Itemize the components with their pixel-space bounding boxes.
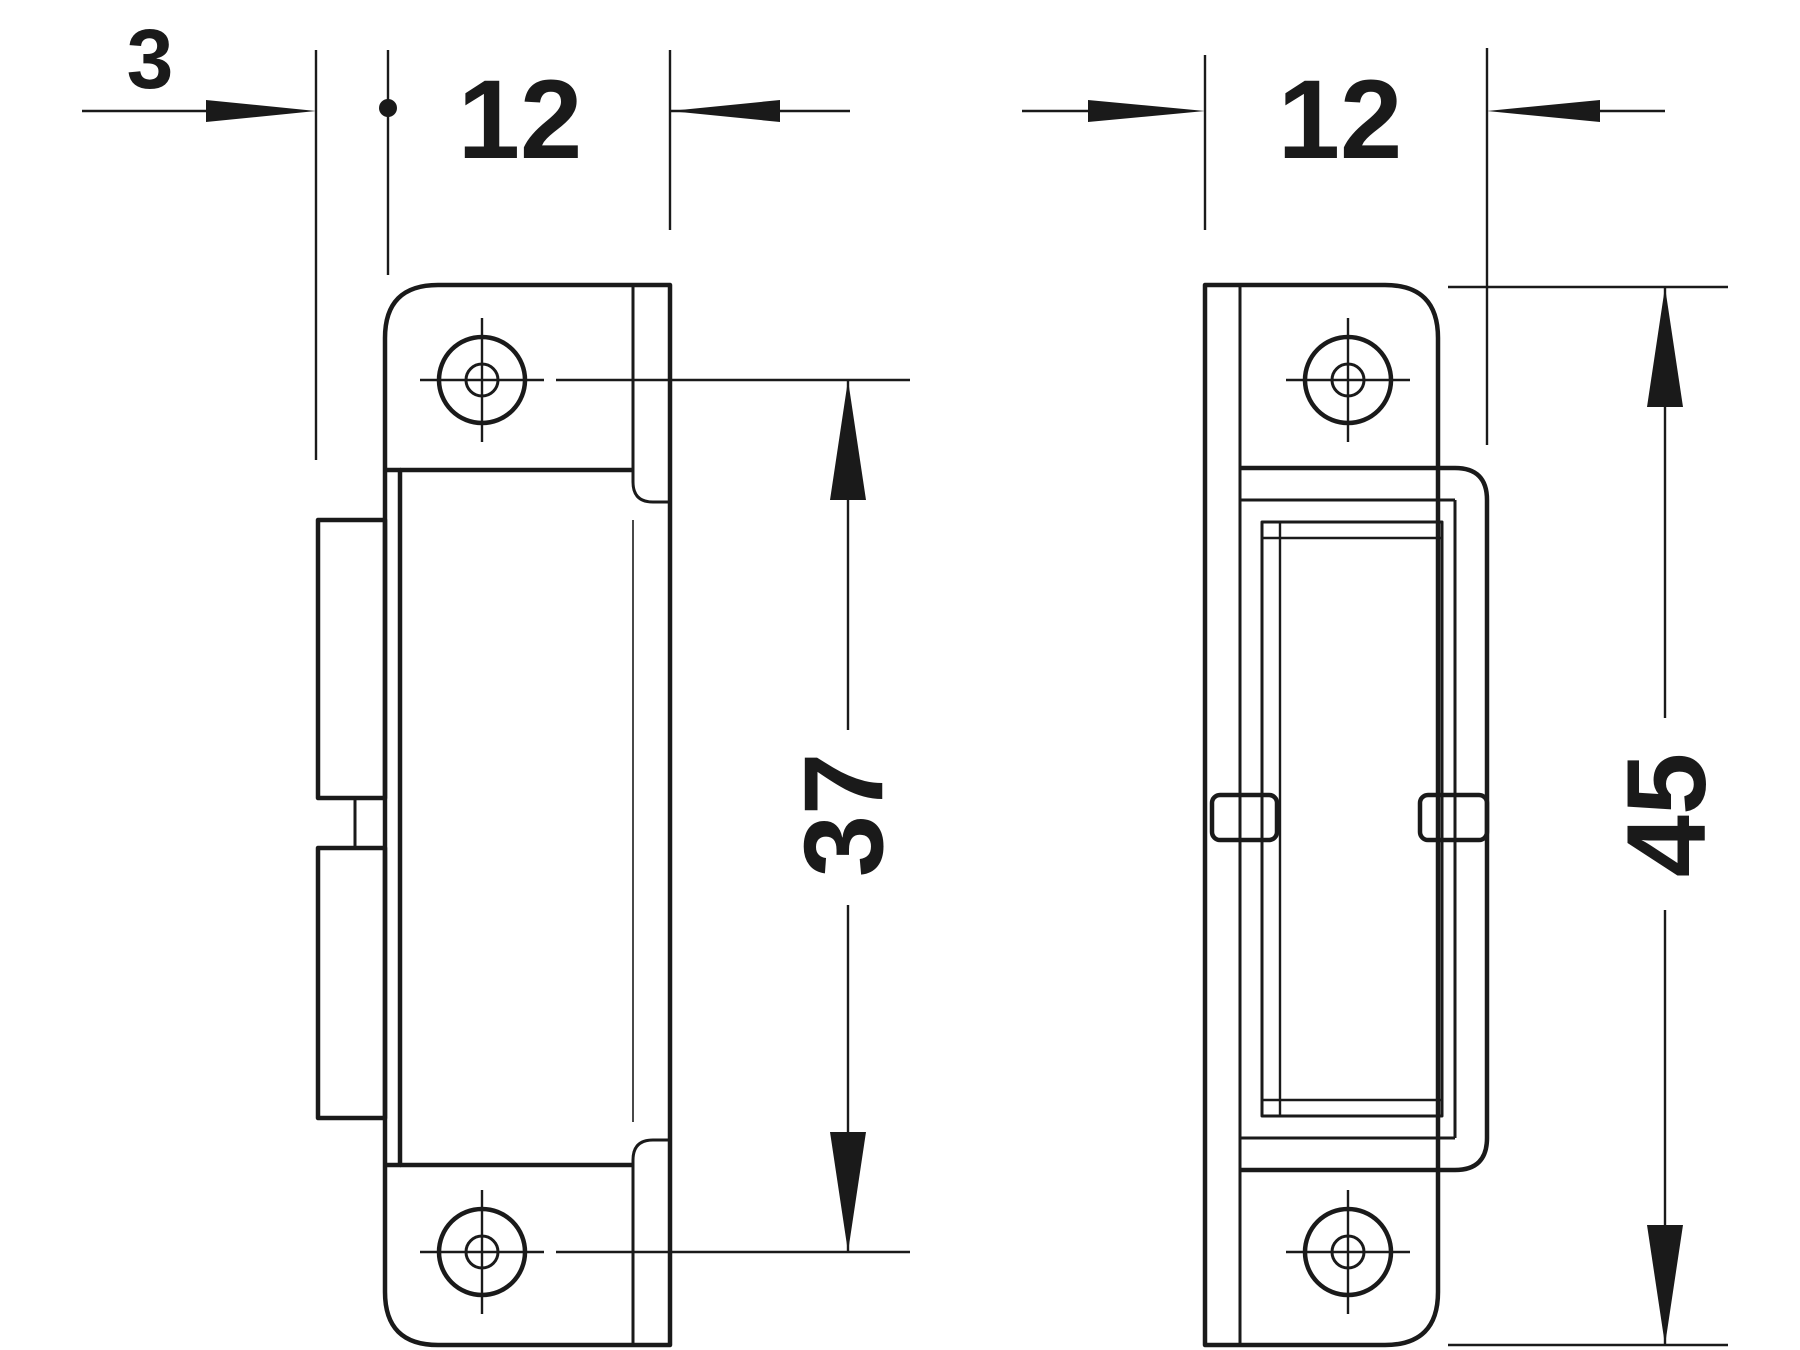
screw-hole-bottom-left [420, 1190, 544, 1314]
dim-label-3: 3 [127, 12, 174, 106]
striker-plate-side-view [315, 282, 673, 1348]
dim-label-12-left: 12 [458, 57, 583, 182]
dim-label-12-right: 12 [1278, 57, 1403, 182]
dimension-hole-spacing-37: 37 [556, 378, 910, 1254]
dimension-overall-height-45: 45 [1448, 285, 1729, 1347]
dimension-width-left-12: 12 [458, 50, 850, 230]
screw-hole-top-right [1286, 318, 1410, 442]
dimension-width-right-12: 12 [1022, 48, 1665, 445]
striker-plate-front-view [1202, 282, 1490, 1348]
dim-label-45: 45 [1604, 753, 1729, 878]
screw-hole-bottom-right [1286, 1190, 1410, 1314]
dimension-offset-3: 3 [82, 12, 397, 460]
screw-hole-top-left [420, 318, 544, 442]
dim-label-37: 37 [781, 753, 906, 878]
